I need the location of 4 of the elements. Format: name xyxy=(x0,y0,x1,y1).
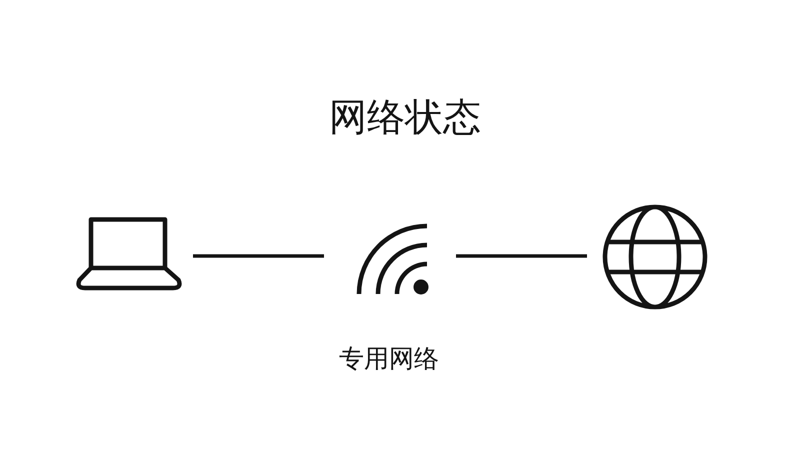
connector-line xyxy=(193,254,324,258)
connector-line xyxy=(456,254,587,258)
title: 网络状态 xyxy=(329,96,481,138)
network-label: 专用网络 xyxy=(339,345,439,372)
